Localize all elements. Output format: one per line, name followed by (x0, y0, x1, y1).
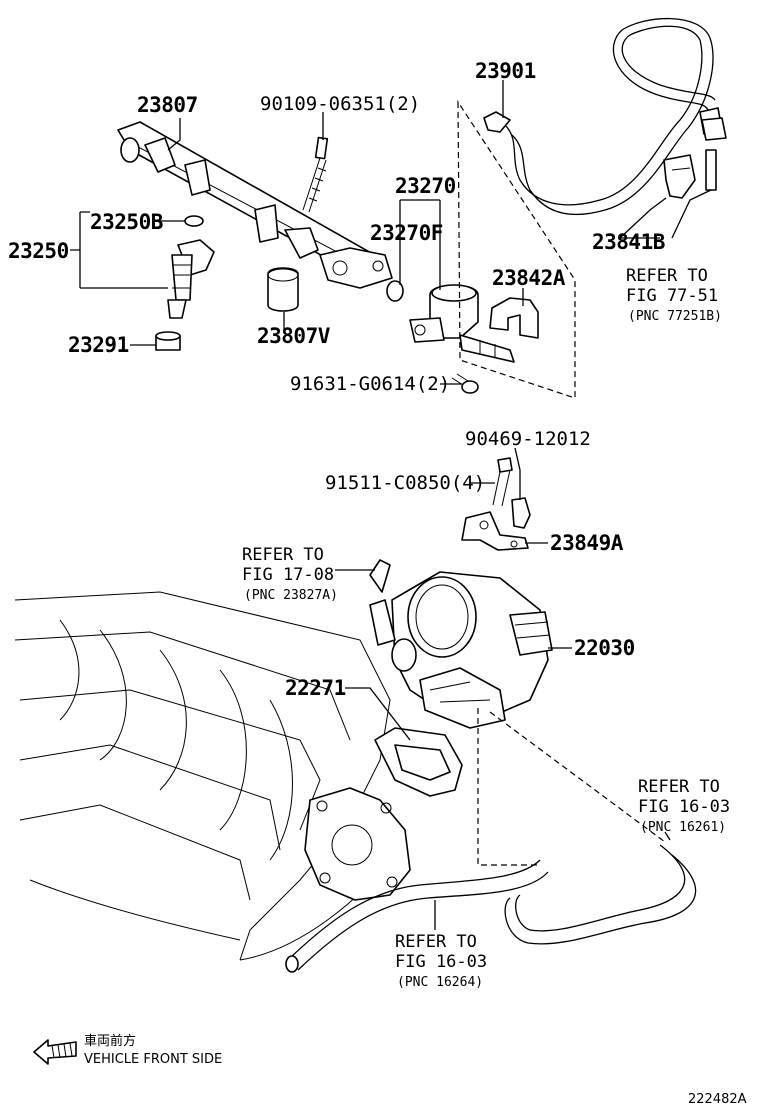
label-23901: 23901 (475, 59, 536, 83)
ref-77-51: REFER TO FIG 77-51 (PNC 77251B) (626, 266, 722, 324)
ref-16b-line1: REFER TO (395, 932, 477, 952)
label-22271: 22271 (285, 676, 346, 700)
intake-manifold (14, 591, 411, 961)
ref-16b-pnc: (PNC 16264) (397, 975, 483, 990)
clip-90469 (511, 497, 531, 529)
figure-id: 222482A (688, 1092, 747, 1107)
clip-23841b (663, 154, 696, 199)
front-arrow-icon (33, 1039, 77, 1065)
hose-stub-17-08 (369, 559, 391, 593)
bracket-23849a (461, 511, 529, 551)
label-90469: 90469-12012 (465, 428, 591, 450)
ref-16-03-upper: REFER TO FIG 16-03 (PNC 16261) (638, 777, 730, 835)
label-23250: 23250 (8, 239, 69, 263)
cushion-23807v (267, 267, 299, 312)
bolt-90109 (302, 136, 329, 213)
pressure-regulator-23270 (409, 284, 515, 363)
injector-23250 (167, 215, 215, 319)
label-23842a: 23842A (492, 266, 566, 290)
part-labels: 23807 90109-06351(2) 23270 23901 23250B … (8, 59, 665, 700)
hose-connector (699, 107, 727, 141)
clamp-23842a (489, 297, 539, 339)
label-23807v: 23807V (257, 324, 331, 348)
ref-17-08: REFER TO FIG 17-08 (PNC 23827A) (242, 545, 338, 603)
label-91511: 91511-C0850(4) (325, 472, 485, 494)
o-ring-23270f (386, 280, 404, 302)
vehicle-front-indicator: 車両前方 VEHICLE FRONT SIDE (33, 1033, 222, 1067)
label-23250b: 23250B (90, 210, 163, 234)
ref-77-line2: FIG 77-51 (626, 286, 718, 306)
ref-77-pnc: (PNC 77251B) (628, 309, 722, 324)
grommet-23291 (155, 331, 181, 351)
japanese-front-label: 車両前方 (84, 1033, 136, 1049)
gasket-22271 (374, 727, 463, 797)
water-hose-left (285, 859, 549, 973)
label-91631: 91631-G0614(2) (290, 373, 450, 395)
label-23807: 23807 (137, 93, 198, 117)
group-box-23270 (457, 99, 576, 399)
bolt-91511 (492, 457, 513, 507)
ref-16b-line2: FIG 16-03 (395, 952, 487, 972)
ref-17-line2: FIG 17-08 (242, 565, 334, 585)
ref-16a-pnc: (PNC 16261) (640, 820, 726, 835)
label-23841b: 23841B (592, 230, 665, 254)
label-23291: 23291 (68, 333, 129, 357)
label-23849a: 23849A (550, 531, 624, 555)
routing-dash-2 (489, 711, 666, 843)
leader-lines (70, 80, 712, 930)
ref-16-03-lower: REFER TO FIG 16-03 (PNC 16264) (395, 932, 487, 990)
label-23270f: 23270F (370, 221, 443, 245)
routing-dash-1 (477, 708, 540, 866)
throttle-body-22030 (369, 571, 553, 729)
vehicle-front-label: VEHICLE FRONT SIDE (84, 1052, 222, 1067)
water-hose-right (504, 844, 697, 945)
label-23270: 23270 (395, 174, 456, 198)
ref-16a-line2: FIG 16-03 (638, 797, 730, 817)
pipe-stub (705, 149, 717, 191)
fuel-rail (117, 121, 393, 289)
ref-17-line1: REFER TO (242, 545, 324, 565)
ref-77-line1: REFER TO (626, 266, 708, 286)
ref-17-pnc: (PNC 23827A) (244, 588, 338, 603)
label-22030: 22030 (574, 636, 635, 660)
ref-16a-line1: REFER TO (638, 777, 720, 797)
label-90109: 90109-06351(2) (260, 93, 420, 115)
